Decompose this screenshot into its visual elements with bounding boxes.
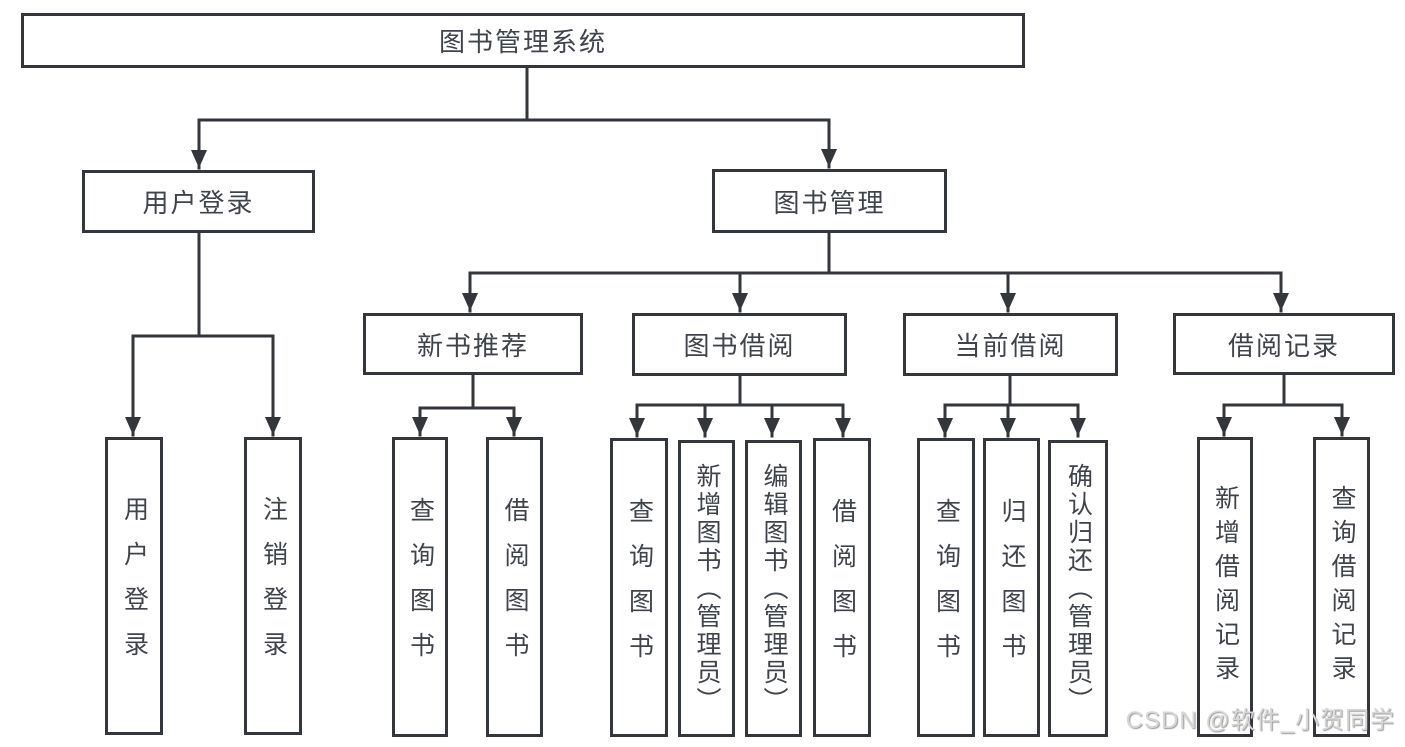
node-new-book-recommend-label: 新书推荐 xyxy=(416,330,529,361)
leaf-logout: 注销登录 xyxy=(244,437,302,735)
leaf-query-borrow-record-label: 查询借阅记录 xyxy=(1328,485,1356,689)
leaf-add-book-admin-label: 新增图书（管理员） xyxy=(693,462,721,715)
node-book-management: 图书管理 xyxy=(712,169,947,233)
leaf-add-book-admin: 新增图书（管理员） xyxy=(678,440,735,737)
leaf-return-book: 归还图书 xyxy=(983,438,1040,737)
leaf-confirm-return-admin-label: 确认归还（管理员） xyxy=(1064,462,1093,715)
node-user-login-label: 用户登录 xyxy=(142,188,255,218)
leaf-borrow-books-1: 借阅图书 xyxy=(486,437,543,737)
leaf-return-book-label: 归还图书 xyxy=(998,497,1026,678)
node-root-label: 图书管理系统 xyxy=(438,27,607,57)
leaf-query-borrow-record: 查询借阅记录 xyxy=(1313,437,1370,737)
node-borrow-records: 借阅记录 xyxy=(1173,313,1395,375)
leaf-query-books-2: 查询图书 xyxy=(610,438,668,737)
leaf-borrow-books-2-label: 借阅图书 xyxy=(828,497,857,678)
leaf-confirm-return-admin: 确认归还（管理员） xyxy=(1048,440,1108,737)
leaf-edit-book-admin: 编辑图书（管理员） xyxy=(745,440,802,737)
node-current-borrow-label: 当前借阅 xyxy=(954,331,1067,361)
leaf-borrow-books-1-label: 借阅图书 xyxy=(501,497,529,677)
leaf-query-books-1: 查询图书 xyxy=(392,437,448,737)
node-book-borrow-label: 图书借阅 xyxy=(683,331,796,361)
leaf-logout-label: 注销登录 xyxy=(259,496,288,676)
leaf-add-borrow-record: 新增借阅记录 xyxy=(1197,437,1253,737)
node-book-management-label: 图书管理 xyxy=(773,187,886,218)
leaf-user-login: 用户登录 xyxy=(105,437,163,735)
node-borrow-records-label: 借阅记录 xyxy=(1227,330,1340,361)
watermark: CSDN @软件_小贺同学 xyxy=(1125,707,1395,734)
node-root: 图书管理系统 xyxy=(21,13,1025,68)
leaf-borrow-books-2: 借阅图书 xyxy=(813,438,871,737)
leaf-query-books-2-label: 查询图书 xyxy=(625,497,654,678)
leaf-edit-book-admin-label: 编辑图书（管理员） xyxy=(760,462,788,715)
leaf-query-books-3-label: 查询图书 xyxy=(932,497,961,678)
node-user-login: 用户登录 xyxy=(82,170,315,233)
node-current-borrow: 当前借阅 xyxy=(903,313,1118,376)
leaf-query-books-3: 查询图书 xyxy=(917,438,975,737)
leaf-add-borrow-record-label: 新增借阅记录 xyxy=(1211,485,1240,689)
leaf-user-login-label: 用户登录 xyxy=(120,496,149,676)
node-new-book-recommend: 新书推荐 xyxy=(363,313,583,375)
leaf-query-books-1-label: 查询图书 xyxy=(406,497,435,677)
node-book-borrow: 图书借阅 xyxy=(632,313,847,376)
